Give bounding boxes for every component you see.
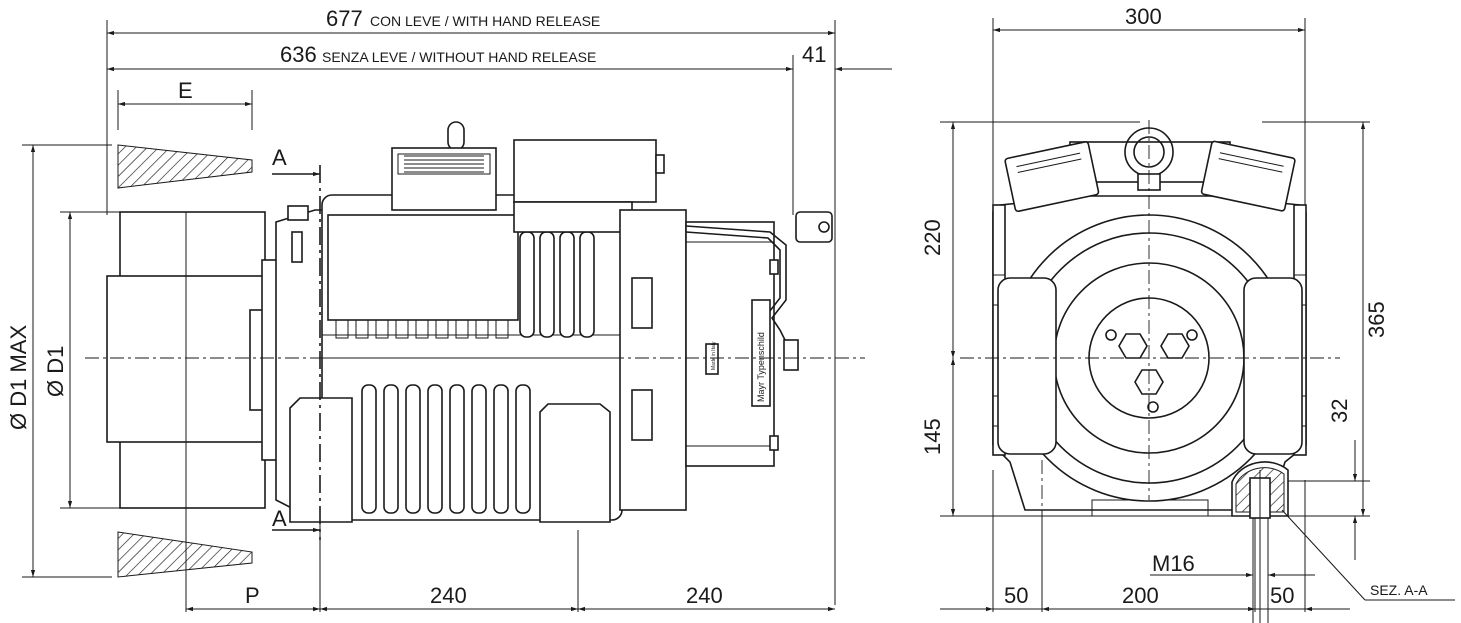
dim-145-value: 145 [920, 418, 945, 455]
thread-value: M16 [1152, 551, 1195, 576]
hand-release-lever [685, 211, 833, 371]
dim-d1max-value: Ø D1 MAX [6, 325, 31, 430]
dim-677-label: CON LEVE / WITH HAND RELEASE [370, 13, 600, 29]
dim-365-value: 365 [1364, 301, 1389, 338]
front-view [940, 18, 1455, 623]
cooling-fan [391, 121, 497, 211]
top-cover [327, 214, 519, 321]
dim-e-value: E [178, 78, 193, 103]
right-pad [1243, 277, 1303, 455]
dim-d1-value: Ø D1 [43, 346, 68, 397]
front-fan-left [1004, 141, 1100, 213]
side-view: Mayr Typenschild Made in Italy [22, 20, 892, 612]
dimension-text: 677 CON LEVE / WITH HAND RELEASE 636 SEN… [6, 4, 1428, 608]
lower-fins [361, 384, 531, 514]
dim-41-value: 41 [802, 42, 826, 67]
dim-200-value: 200 [1122, 583, 1159, 608]
left-foot [289, 397, 353, 523]
dim-p-value: P [245, 583, 260, 608]
section-mark-bottom: A [272, 506, 287, 531]
front-fan-right [1200, 140, 1296, 212]
brake-housing [619, 209, 687, 511]
dim-240a-value: 240 [430, 583, 467, 608]
hatch-zone-bottom [117, 531, 253, 578]
dim-300-value: 300 [1125, 4, 1162, 29]
dim-636-value: 636 [280, 42, 317, 67]
hatch-zone-top [117, 144, 253, 189]
dim-636-label: SENZA LEVE / WITHOUT HAND RELEASE [322, 49, 596, 65]
right-foot [539, 403, 611, 523]
left-pad [997, 277, 1057, 455]
section-mark-top: A [272, 145, 287, 170]
section-label: SEZ. A-A [1370, 582, 1428, 598]
dim-240b-value: 240 [686, 583, 723, 608]
terminal-box [513, 139, 657, 203]
dim-50a-value: 50 [1004, 583, 1028, 608]
dim-677-value: 677 [326, 6, 363, 31]
dim-220-value: 220 [920, 219, 945, 256]
dim-32-value: 32 [1327, 399, 1352, 423]
dim-50b-value: 50 [1270, 583, 1294, 608]
nameplate-text: Mayr Typenschild [756, 332, 766, 402]
small-plate-text: Made in Italy [711, 341, 717, 370]
